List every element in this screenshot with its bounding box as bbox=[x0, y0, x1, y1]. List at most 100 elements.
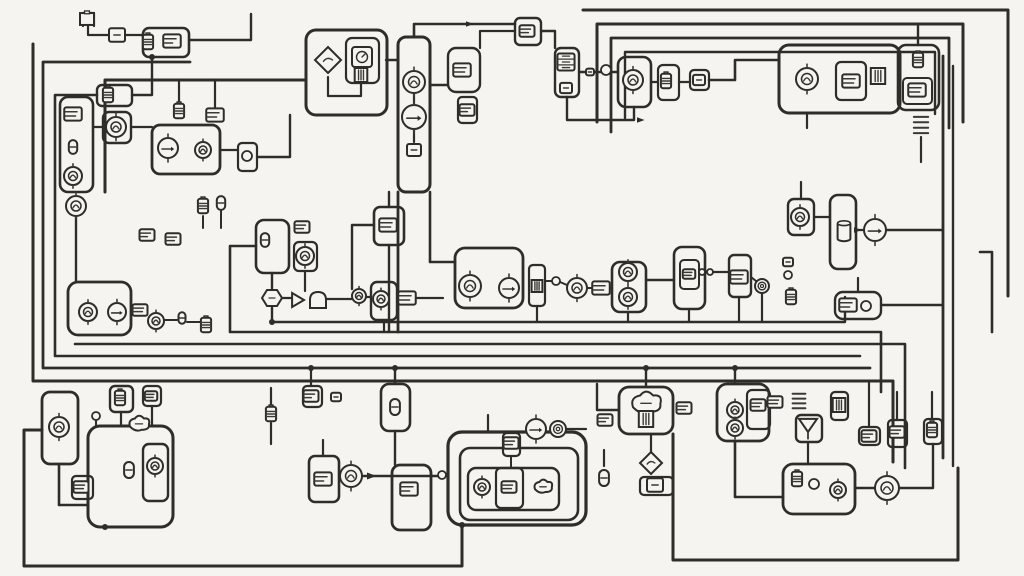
chip-icon bbox=[502, 436, 520, 450]
wire bbox=[539, 29, 557, 50]
dot-icon bbox=[102, 524, 108, 530]
chip-icon bbox=[302, 389, 320, 403]
wire bbox=[595, 22, 965, 124]
battery-icon bbox=[141, 32, 155, 51]
grill-icon bbox=[530, 279, 544, 293]
port-icon bbox=[808, 478, 820, 490]
wire bbox=[707, 58, 781, 82]
battery-icon bbox=[925, 420, 939, 439]
dial-icon bbox=[618, 284, 638, 310]
wire bbox=[255, 113, 292, 159]
dial-icon bbox=[790, 204, 810, 230]
arrowR-icon bbox=[854, 227, 862, 233]
dial-icon bbox=[566, 273, 588, 303]
chip-icon bbox=[841, 73, 861, 89]
wire bbox=[750, 276, 757, 282]
frame-outline bbox=[456, 95, 479, 125]
coil-icon bbox=[549, 420, 567, 438]
chip-icon bbox=[518, 24, 536, 38]
battery-icon bbox=[911, 50, 925, 69]
battery-icon bbox=[790, 469, 804, 488]
frame-outline bbox=[446, 46, 482, 94]
chip-icon bbox=[72, 480, 90, 494]
port-icon bbox=[437, 470, 447, 480]
wire bbox=[103, 78, 308, 194]
wire bbox=[53, 93, 862, 358]
capsule-icon bbox=[67, 139, 79, 155]
chip-icon bbox=[399, 481, 419, 497]
capsule-icon bbox=[389, 397, 401, 417]
coil-icon bbox=[754, 278, 770, 294]
ladder-icon bbox=[791, 392, 807, 410]
frame-outline bbox=[390, 463, 433, 532]
dial-icon bbox=[622, 65, 644, 95]
battery-icon bbox=[659, 71, 673, 90]
box-icon bbox=[330, 391, 342, 403]
chip-icon bbox=[205, 107, 225, 123]
chip-icon bbox=[675, 401, 693, 415]
dot-icon bbox=[392, 365, 398, 371]
chip-icon bbox=[458, 103, 476, 117]
frame-outline bbox=[777, 43, 902, 115]
arrowR-icon bbox=[466, 21, 474, 27]
capsule-icon bbox=[123, 460, 135, 480]
cloud-icon bbox=[533, 478, 554, 494]
chip-icon bbox=[596, 413, 614, 427]
chip-icon bbox=[591, 280, 611, 296]
notch-icon bbox=[79, 10, 95, 26]
dial-icon bbox=[473, 475, 491, 499]
battery-icon bbox=[784, 287, 798, 306]
frame-outline bbox=[141, 442, 170, 503]
chip-icon bbox=[681, 268, 697, 280]
chip-icon bbox=[63, 106, 83, 122]
cloud-icon bbox=[128, 414, 151, 432]
grill-icon bbox=[353, 67, 369, 83]
wire bbox=[581, 8, 1010, 298]
wire bbox=[559, 281, 568, 286]
dial-icon bbox=[63, 163, 83, 189]
chip-icon bbox=[293, 220, 311, 234]
chip-icon bbox=[907, 82, 927, 98]
frame-outline bbox=[834, 60, 868, 102]
dial-icon bbox=[105, 112, 127, 142]
stack-icon bbox=[556, 52, 576, 72]
arrowR-icon bbox=[367, 472, 377, 480]
chip-icon bbox=[766, 395, 784, 409]
dial-icon bbox=[829, 478, 847, 502]
chip-icon bbox=[378, 217, 398, 233]
chip-icon bbox=[143, 390, 159, 402]
dial-icon bbox=[618, 259, 638, 285]
box-icon bbox=[108, 27, 126, 43]
chip-icon bbox=[138, 228, 156, 242]
dial-icon bbox=[402, 66, 426, 98]
dial-icon bbox=[78, 299, 98, 325]
port-icon bbox=[860, 300, 872, 312]
diamond-icon bbox=[638, 450, 664, 476]
chip-icon bbox=[860, 429, 878, 443]
meter-icon bbox=[525, 414, 547, 444]
wire bbox=[57, 462, 90, 507]
dot-icon bbox=[732, 365, 738, 371]
dot-icon bbox=[643, 365, 649, 371]
chip-icon bbox=[729, 269, 749, 285]
cloud-icon bbox=[631, 390, 662, 414]
battery-icon bbox=[101, 85, 115, 104]
grill-icon bbox=[869, 67, 887, 85]
chip-icon bbox=[888, 425, 906, 439]
capsule-icon bbox=[177, 311, 187, 325]
port-icon bbox=[91, 411, 101, 421]
grill-icon bbox=[637, 410, 655, 428]
wire bbox=[978, 250, 994, 334]
dial-icon bbox=[458, 270, 482, 302]
box-icon bbox=[406, 143, 422, 157]
frame-outline bbox=[679, 259, 700, 290]
wire bbox=[130, 55, 154, 97]
capsule-icon bbox=[215, 195, 227, 211]
wire bbox=[897, 442, 935, 490]
dial-icon bbox=[65, 191, 87, 221]
wire bbox=[22, 428, 464, 568]
funnel-icon bbox=[797, 417, 819, 440]
wire bbox=[565, 95, 636, 122]
capsule-icon bbox=[598, 468, 610, 488]
